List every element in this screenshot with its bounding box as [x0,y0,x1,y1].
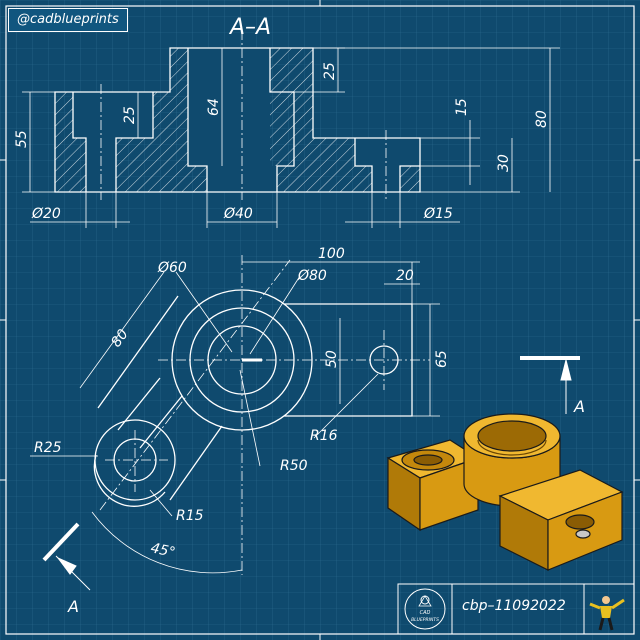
dim-r-16: R16 [310,428,338,444]
section-label-right: A [573,397,585,416]
section-marker-left [42,522,91,591]
logo-line2: BLUEPRINTS [411,617,439,623]
mascot-icon [589,596,625,631]
logo-icon [404,588,446,630]
dim-dia-15: Ø15 [423,206,453,222]
logo-line1: CAD [420,610,431,616]
plan-view [30,255,440,575]
section-marker-right [520,356,580,414]
dim-bore-depth-center: 64 [206,98,222,116]
dim-step-30: 30 [496,154,512,172]
dim-h-65: 65 [434,350,450,368]
dim-dia-20: Ø20 [31,206,61,222]
dim-angle: 45° [149,540,177,561]
watermark-handle: @cadblueprints [8,8,128,32]
dim-r-50: R50 [280,458,308,474]
section-title: A–A [228,15,271,40]
dim-total-80: 80 [534,110,550,128]
dim-step-15: 15 [454,98,470,116]
dim-width-20: 20 [396,268,414,284]
dim-bore-depth-left: 25 [122,106,138,124]
dim-width-100: 100 [318,246,345,262]
section-view [22,30,560,228]
dim-dia-60: Ø60 [157,260,187,276]
title-block [397,583,635,635]
dim-overall-height: 55 [14,130,30,148]
dim-r-25: R25 [34,440,62,456]
dim-top-step: 25 [322,62,338,80]
dim-h-50: 50 [324,350,340,368]
dim-dia-40: Ø40 [223,206,253,222]
isometric-part [386,413,624,571]
dim-r-15: R15 [176,508,204,524]
drawing-code: cbp–11092022 [462,598,566,614]
dim-dia-80: Ø80 [297,268,327,284]
section-label-left: A [67,597,79,616]
